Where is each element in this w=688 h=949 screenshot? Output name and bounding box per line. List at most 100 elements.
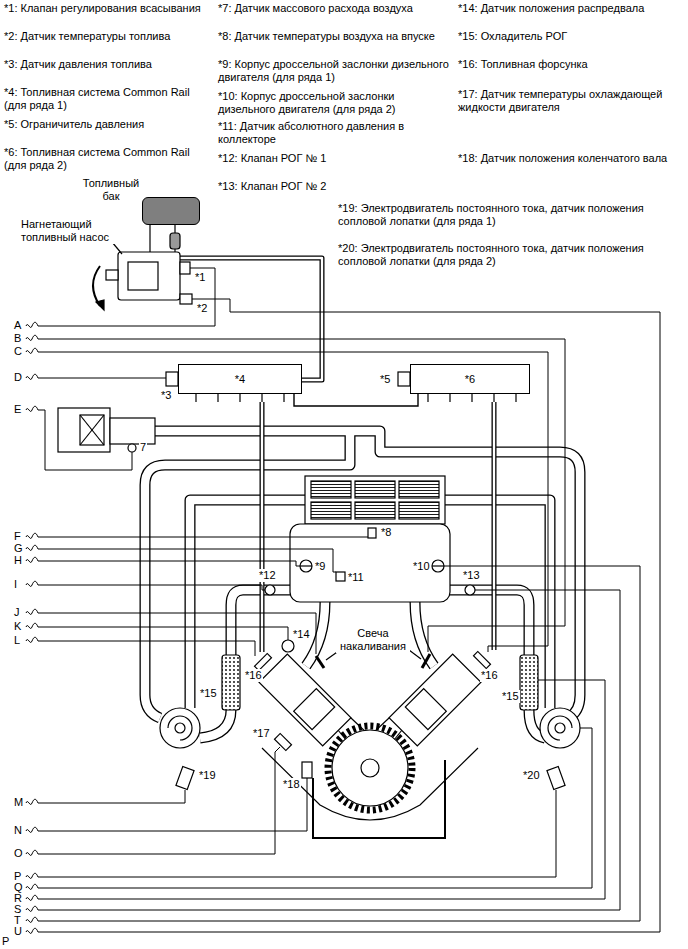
callout-note: *14: Датчик положения распредвала [458,2,684,15]
drawing-part [311,502,351,519]
part-label: Свеча накаливания [336,627,410,653]
callout-number: *13 [462,569,481,582]
drawing-part [474,652,491,669]
drawing-part [106,270,118,280]
sensors-actuators [176,528,565,789]
drawing-part [265,585,275,595]
drawing-part [118,252,180,300]
wire-break-symbol [26,873,38,878]
signal-wire [38,339,565,652]
drawing-part [155,431,580,718]
wire-break-symbol [26,406,38,411]
drawing-part [450,590,529,655]
drawing-part [547,767,565,790]
drawing-part [355,502,395,519]
signal-letter: L [14,635,20,646]
drawing-part [389,654,481,746]
signal-wire [38,778,307,831]
drawing-part [176,767,194,790]
callout-number: *20 [522,769,541,782]
callout-note: *2: Датчик температуры топлива [4,30,209,43]
callout-note: *10: Корпус дроссельной заслонки дизельн… [218,90,453,116]
drawing-part [195,394,196,402]
callout-number: *5 [379,373,391,386]
drawing-part [176,767,194,790]
callout-note: *19: Электродвигатель постоянного тока, … [338,202,683,228]
wire-break-symbol [26,557,38,562]
drawing-part [255,654,272,671]
signal-letter: F [14,531,21,542]
signal-wire [38,790,185,803]
wire-break-symbol [26,374,38,379]
signal-letter: Q [14,882,23,893]
drawing-part [200,710,231,738]
drawing-part [432,565,444,566]
callout-note: *8: Датчик температуры воздуха на впуске [218,30,453,43]
wire-break-symbol [26,799,38,804]
drawing-part [180,258,322,380]
signal-wire [38,585,265,590]
callout-note: *1: Клапан регулирования всасывания [4,2,209,15]
fuel-line-bore [180,258,494,652]
wire-break-symbol [26,623,38,628]
drawing-part [283,394,284,402]
callout-number: *14 [292,628,311,641]
drawing-part [405,689,446,730]
drawing-part [160,708,200,748]
drawing-part [128,262,158,290]
signal-wire [38,549,336,572]
drawing-part [180,262,190,274]
signal-wire [38,680,605,899]
callout-number: *3 [160,389,172,402]
drawing-part [180,294,192,304]
signal-letter: M [14,797,23,808]
signal-letter: O [14,848,23,859]
signal-wires [26,268,660,933]
intercooler [305,476,445,524]
signal-wire [38,627,288,640]
wire-break-symbol [26,581,38,586]
drawing-part [200,710,231,738]
wire-break-symbol [26,928,38,933]
signal-letter: T [14,915,21,926]
callout-number: *8 [380,526,392,539]
intake-manifold [290,524,450,602]
wire-break-symbol [26,637,38,642]
drawing-part [427,394,428,402]
wire-break-symbol [26,348,38,353]
signal-letter: P [14,871,21,882]
drawing-part [492,402,497,650]
drawing-part [222,655,240,710]
wire-break-symbol [26,895,38,900]
drawing-part [80,415,104,445]
drawing-part [316,656,324,668]
drawing-part [239,394,240,402]
drawing-part [261,402,263,652]
callout-number: *2 [196,302,208,315]
drawing-part [336,572,345,581]
signal-letter: U [14,926,22,937]
callout-number: *12 [258,569,277,582]
signal-wire [38,561,300,566]
signal-letter: B [14,333,21,344]
turbocharger [160,708,580,748]
callout-note: *6: Топливная система Common Rail (для р… [4,146,209,172]
drawing-part [520,655,538,710]
drawing-part [259,654,351,746]
drawing-part [255,654,272,671]
drawing-part [555,723,565,733]
drawing-part [300,565,312,566]
drawing-part [96,300,104,310]
callout-note: *20: Электродвигатель постоянного тока, … [338,242,683,268]
drawing-part [58,408,110,452]
drawing-part [493,402,495,650]
common-rail: *4 [178,364,302,394]
signal-wire [38,352,548,652]
wire-break-symbol [26,322,38,327]
callout-number: *1 [194,271,206,284]
drawing-part [275,734,292,751]
fuel-tank: Топливный бак [142,197,200,225]
drawing-part [275,734,292,751]
